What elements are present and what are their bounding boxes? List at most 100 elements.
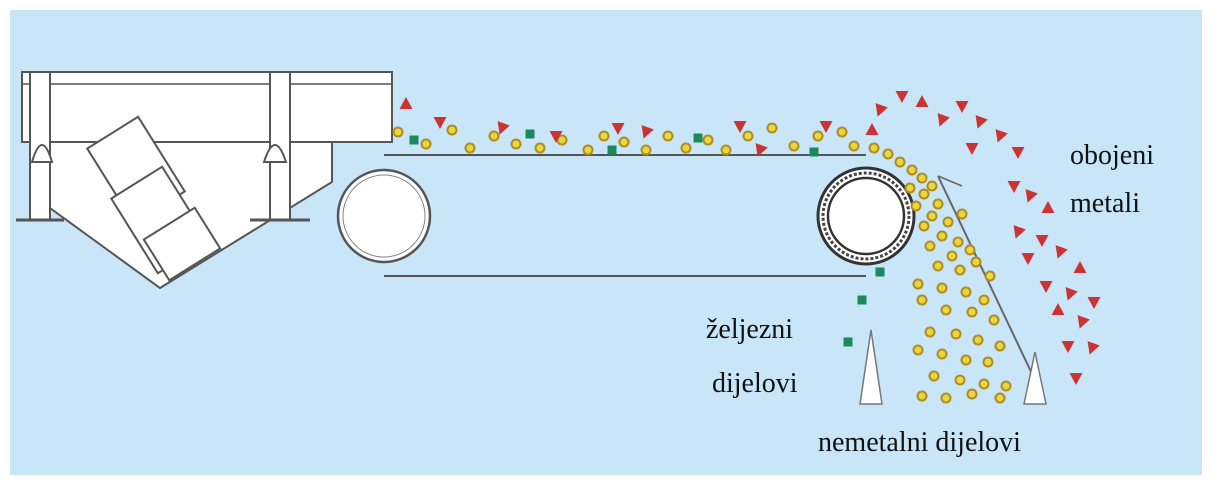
nonmetal-particle (488, 130, 500, 142)
nonmetal-particle (420, 138, 432, 150)
nonmetal-particle (984, 270, 996, 282)
nonmetal-particle (954, 264, 966, 276)
nonmetal-particle (932, 198, 944, 210)
nonmetal-particle (640, 144, 652, 156)
divider-left (859, 329, 883, 405)
nonmetal-particle (912, 278, 924, 290)
ferrous-particle (607, 145, 617, 155)
nonmetal-particle (942, 216, 954, 228)
nonmetal-particle (812, 130, 824, 142)
nonferrous-particle (1041, 201, 1055, 213)
nonmetal-particle (940, 304, 952, 316)
nonmetal-particle (946, 250, 958, 262)
nonferrous-particle (975, 115, 988, 129)
nonmetal-particle (836, 126, 848, 138)
nonmetal-particle (912, 344, 924, 356)
nonmetal-particle (978, 294, 990, 306)
drive-pulley (336, 168, 432, 264)
nonferrous-particle (399, 97, 413, 109)
eddy-current-rotor (816, 166, 916, 266)
nonmetal-particle (1000, 380, 1012, 392)
nonmetal-particle (978, 378, 990, 390)
spring-right (262, 144, 288, 163)
nonferrous-particle (865, 123, 879, 135)
nonmetal-particle (932, 260, 944, 272)
nonmetal-particle (960, 354, 972, 366)
nonmetal-particle (918, 220, 930, 232)
label-nonmetal-parts: nemetalni dijelovi (818, 427, 1021, 458)
nonmetal-particle (904, 182, 916, 194)
nonmetal-particle (910, 200, 922, 212)
nonmetal-particle (916, 390, 928, 402)
ferrous-particle (409, 135, 419, 145)
nonmetal-particle (988, 314, 1000, 326)
nonferrous-particle (549, 131, 563, 143)
nonferrous-particle (1087, 297, 1101, 309)
nonmetal-particle (940, 392, 952, 404)
ferrous-particle (875, 267, 885, 277)
nonmetal-particle (926, 180, 938, 192)
nonferrous-particle (611, 123, 625, 135)
label-nonferrous-metals-line2: metali (1070, 188, 1140, 219)
label-nonferrous-metals-line1: obojeni (1070, 140, 1154, 171)
nonmetal-particle (928, 370, 940, 382)
nonmetal-particle (392, 126, 404, 138)
nonmetal-particle (916, 172, 928, 184)
nonferrous-particle (895, 91, 909, 103)
ferrous-particle (525, 129, 535, 139)
nonferrous-particle (1011, 147, 1025, 159)
nonferrous-particle (937, 113, 950, 127)
nonferrous-particle (1039, 281, 1053, 293)
nonferrous-particle (915, 95, 929, 107)
feeder-tray (21, 71, 393, 143)
nonmetal-particle (534, 142, 546, 154)
nonmetal-particle (966, 306, 978, 318)
nonmetal-particle (766, 122, 778, 134)
nonmetal-particle (848, 140, 860, 152)
nonmetal-particle (446, 124, 458, 136)
nonferrous-particle (1025, 189, 1038, 203)
nonferrous-particle (433, 117, 447, 129)
nonmetal-particle (950, 328, 962, 340)
ferrous-particle (809, 147, 819, 157)
nonmetal-particle (618, 136, 630, 148)
nonmetal-particle (926, 210, 938, 222)
particles (392, 91, 1101, 404)
nonmetal-particle (662, 130, 674, 142)
nonmetal-particle (994, 392, 1006, 404)
nonmetal-particle (894, 156, 906, 168)
nonferrous-particle (1077, 315, 1090, 329)
ferrous-particle (857, 295, 867, 305)
divider-right (1023, 351, 1047, 405)
ferrous-particle (843, 337, 853, 347)
nonferrous-particle (1073, 261, 1087, 273)
nonferrous-particle (995, 129, 1008, 143)
nonferrous-particle (755, 143, 768, 157)
nonmetal-particle (964, 244, 976, 256)
nonferrous-particle (1065, 287, 1078, 301)
nonferrous-particle (1069, 373, 1083, 385)
nonmetal-particle (868, 142, 880, 154)
nonmetal-particle (954, 374, 966, 386)
nonferrous-particle (1035, 235, 1049, 247)
nonferrous-particle (955, 101, 969, 113)
belt-conveyor (336, 154, 916, 277)
nonferrous-particle (1087, 341, 1100, 355)
nonferrous-particle (1013, 225, 1026, 239)
nonmetal-particle (916, 294, 928, 306)
label-ferrous-parts-line1: željezni (706, 314, 794, 345)
nonmetal-particle (956, 208, 968, 220)
nonmetal-particle (936, 230, 948, 242)
nonmetal-particle (960, 286, 972, 298)
nonferrous-particle (1055, 245, 1068, 259)
nonmetal-particle (702, 134, 714, 146)
nonferrous-particle (1051, 303, 1065, 315)
nonferrous-particle (875, 103, 888, 117)
spring-left (30, 144, 54, 163)
nonferrous-particle (1061, 341, 1075, 353)
nonmetal-particle (680, 142, 692, 154)
nonmetal-particle (742, 130, 754, 142)
nonmetal-particle (510, 138, 522, 150)
nonferrous-particle (641, 125, 654, 139)
nonmetal-particle (598, 130, 610, 142)
